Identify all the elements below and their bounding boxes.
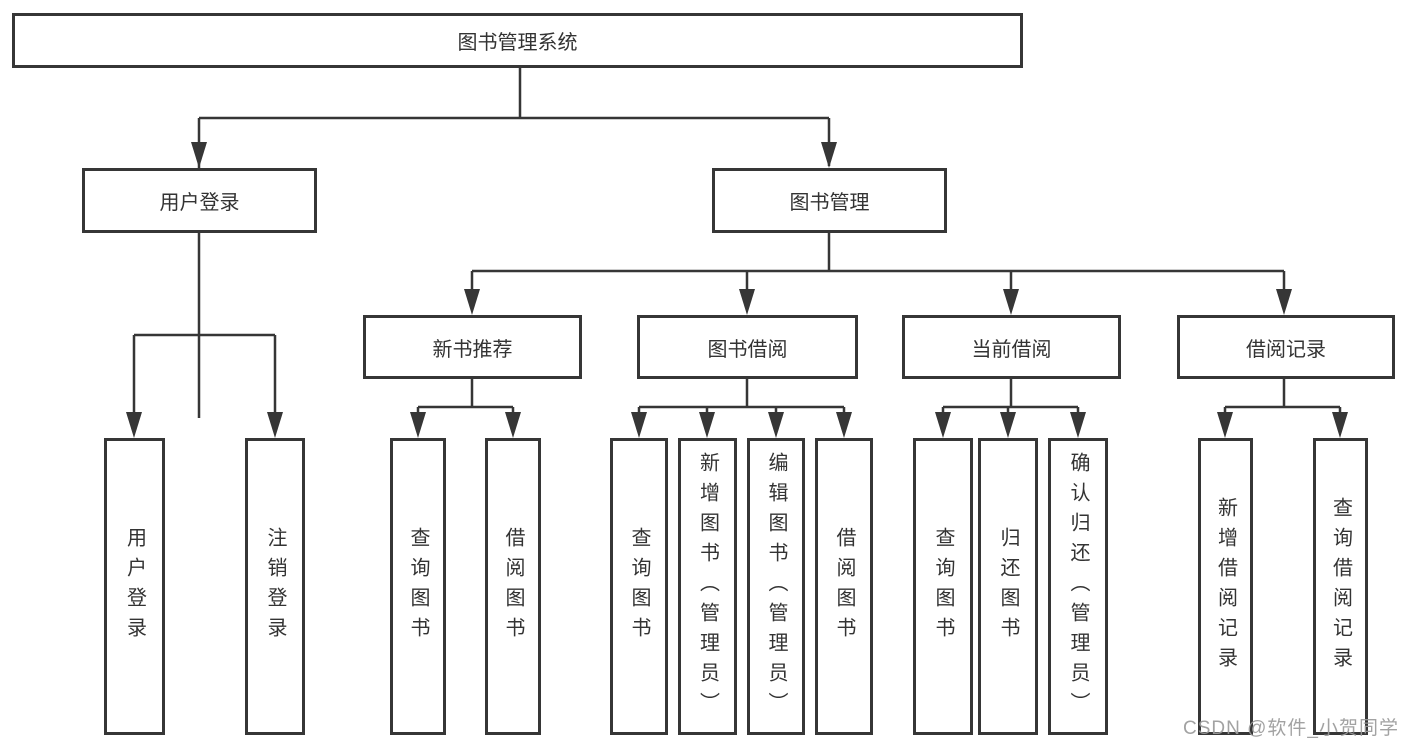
leaf-edit-book-admin: 编辑图书（管理员） bbox=[747, 438, 805, 735]
node-label: 注销登录 bbox=[264, 526, 286, 647]
arrowhead bbox=[1217, 412, 1233, 438]
leaf-query-books-borrowing: 查询图书 bbox=[610, 438, 668, 735]
leaf-add-book-admin: 新增图书（管理员） bbox=[678, 438, 737, 735]
leaf-query-borrow-record: 查询借阅记录 bbox=[1313, 438, 1368, 735]
arrowhead bbox=[505, 412, 521, 438]
arrowhead bbox=[1000, 412, 1016, 438]
node-current-borrowing: 当前借阅 bbox=[902, 315, 1121, 379]
node-borrowing-records: 借阅记录 bbox=[1177, 315, 1395, 379]
leaf-query-books-recommendation: 查询图书 bbox=[390, 438, 446, 735]
node-label: 借阅图书 bbox=[833, 526, 855, 647]
node-label: 新书推荐 bbox=[432, 338, 513, 361]
node-label: 用户登录 bbox=[123, 526, 146, 647]
arrowhead bbox=[1003, 289, 1019, 315]
arrowhead bbox=[1332, 412, 1348, 438]
node-label: 图书借阅 bbox=[707, 338, 788, 361]
arrowhead bbox=[1276, 289, 1292, 315]
leaf-borrow-books-recommendation: 借阅图书 bbox=[485, 438, 541, 735]
arrowhead bbox=[267, 412, 283, 438]
leaf-add-borrow-record: 新增借阅记录 bbox=[1198, 438, 1253, 735]
arrowhead bbox=[191, 142, 207, 168]
leaf-query-books-current: 查询图书 bbox=[913, 438, 973, 735]
node-book-borrowing: 图书借阅 bbox=[637, 315, 858, 379]
leaf-logout: 注销登录 bbox=[245, 438, 305, 735]
arrowheads bbox=[126, 142, 1348, 438]
node-label: 归还图书 bbox=[997, 526, 1019, 647]
node-user-login: 用户登录 bbox=[82, 168, 317, 233]
arrowhead bbox=[836, 412, 852, 438]
arrowhead bbox=[464, 289, 480, 315]
leaf-user-login: 用户登录 bbox=[104, 438, 165, 735]
arrowhead bbox=[739, 289, 755, 315]
node-label: 图书管理 bbox=[789, 192, 870, 214]
node-book-management: 图书管理 bbox=[712, 168, 947, 233]
leaf-return-books: 归还图书 bbox=[978, 438, 1038, 735]
node-label: 借阅记录 bbox=[1246, 338, 1326, 361]
csdn-watermark: CSDN @软件_小贺同学 bbox=[1183, 718, 1399, 739]
node-label: 查询借阅记录 bbox=[1329, 496, 1352, 677]
arrowhead bbox=[935, 412, 951, 438]
node-label: 新增借阅记录 bbox=[1214, 496, 1237, 677]
node-label: 当前借阅 bbox=[971, 338, 1052, 361]
arrowhead bbox=[821, 142, 837, 168]
node-label: 查询图书 bbox=[407, 526, 429, 647]
node-label: 图书管理系统 bbox=[457, 32, 578, 54]
arrowhead bbox=[699, 412, 715, 438]
arrowhead bbox=[1070, 412, 1086, 438]
leaf-confirm-return-admin: 确认归还（管理员） bbox=[1048, 438, 1108, 735]
node-label: 编辑图书（管理员） bbox=[765, 451, 787, 722]
arrowhead bbox=[631, 412, 647, 438]
arrowhead bbox=[410, 412, 426, 438]
node-label: 确认归还（管理员） bbox=[1067, 451, 1089, 722]
node-label: 借阅图书 bbox=[502, 526, 524, 647]
leaf-borrow-books-borrowing: 借阅图书 bbox=[815, 438, 873, 735]
node-library-management-system: 图书管理系统 bbox=[12, 13, 1023, 68]
arrowhead bbox=[126, 412, 142, 438]
node-label: 用户登录 bbox=[159, 192, 240, 214]
arrowhead bbox=[768, 412, 784, 438]
node-label: 查询图书 bbox=[628, 526, 650, 647]
node-new-book-recommendation: 新书推荐 bbox=[363, 315, 582, 379]
node-label: 新增图书（管理员） bbox=[696, 451, 719, 722]
node-label: 查询图书 bbox=[932, 526, 954, 647]
